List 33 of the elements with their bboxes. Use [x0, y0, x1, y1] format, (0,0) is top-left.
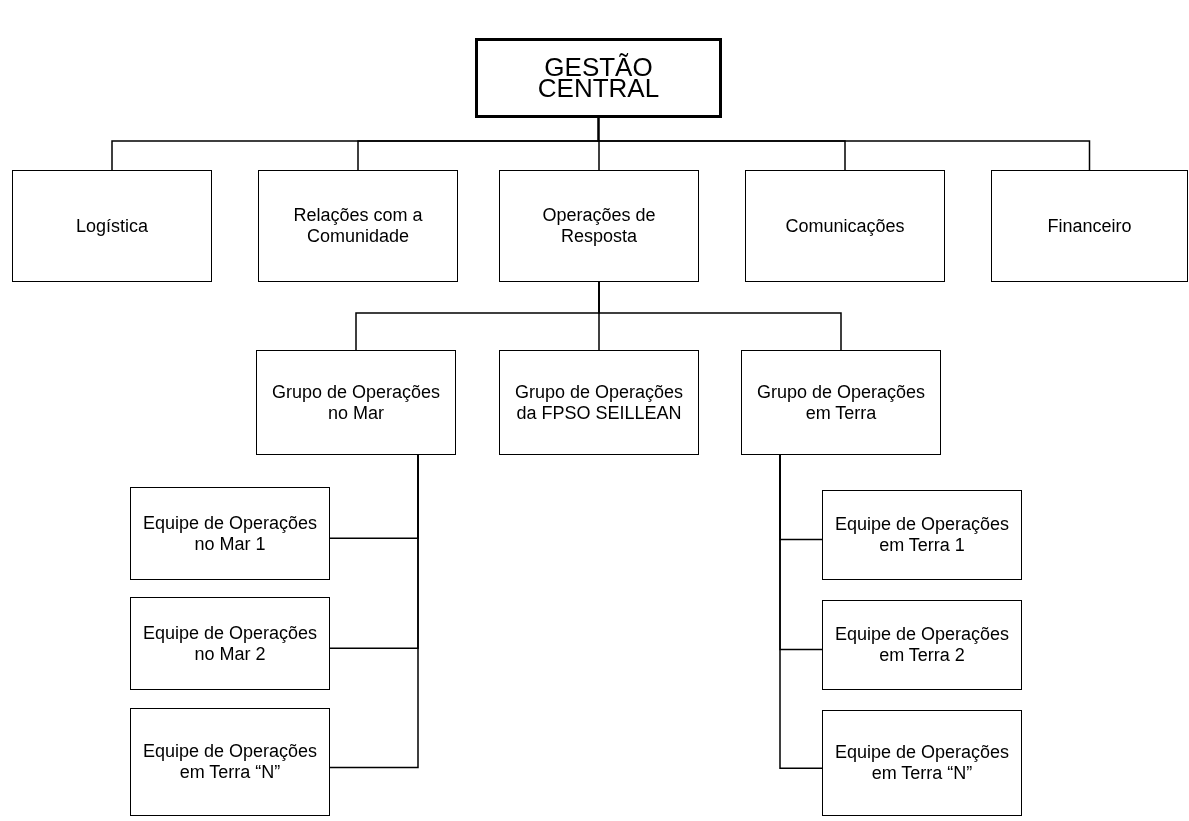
org-box [475, 38, 722, 118]
org-box [991, 170, 1188, 282]
connector-line [329, 454, 419, 769]
box-label: Equipe de Operações no Mar 2 [141, 622, 319, 665]
org-box [256, 350, 456, 455]
box-label: Grupo de Operações em Terra [755, 381, 927, 424]
box-label: Operações de Resposta [541, 205, 657, 247]
org-box [822, 490, 1022, 580]
box-label: Comunicações [784, 215, 906, 237]
connector-line [598, 281, 842, 351]
org-box [258, 170, 458, 282]
box-label: Equipe de Operações no Mar 1 [141, 512, 319, 555]
org-box [822, 710, 1022, 816]
box-label: Equipe de Operações em Terra 1 [833, 514, 1011, 556]
box-label: Grupo de Operações no Mar [270, 381, 442, 424]
box-label: Logística [74, 215, 149, 237]
box-label: Grupo de Operações da FPSO SEILLEAN [513, 381, 685, 424]
org-box [741, 350, 941, 455]
org-box [499, 350, 699, 455]
connector-line [779, 454, 823, 770]
org-box [130, 708, 330, 816]
org-box [130, 597, 330, 690]
org-box [130, 487, 330, 580]
box-label: Equipe de Operações em Terra 2 [833, 624, 1011, 666]
box-label: Equipe de Operações em Terra “N” [833, 742, 1011, 784]
box-label: Relações com a Comunidade [292, 205, 424, 247]
box-label: Financeiro [1046, 215, 1133, 237]
connector-line [597, 117, 1091, 171]
org-box [822, 600, 1022, 690]
org-box [12, 170, 212, 282]
org-box [745, 170, 945, 282]
org-box [499, 170, 699, 282]
box-label: Equipe de Operações em Terra “N” [141, 741, 319, 783]
